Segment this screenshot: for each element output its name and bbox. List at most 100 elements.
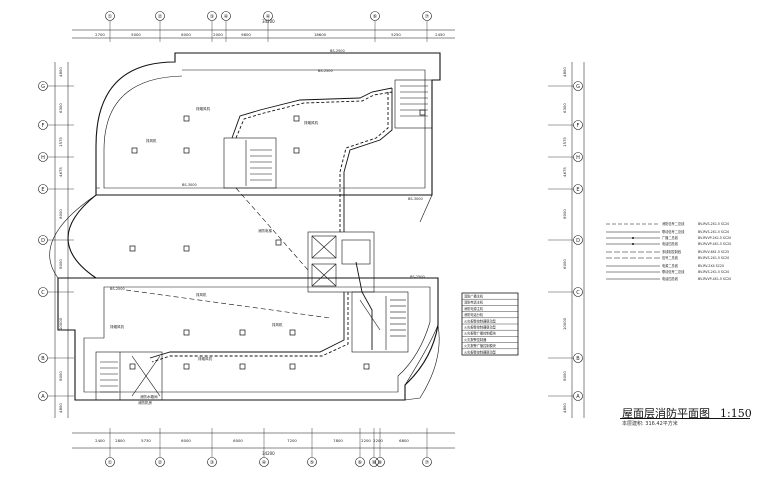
dimension-left: 6300: [58, 103, 63, 113]
dimension-bottom: 6800: [399, 438, 409, 443]
axis-label-right: D: [576, 238, 580, 244]
plan-label: 排烟风机: [110, 324, 124, 329]
dimension-top: 5000: [131, 32, 141, 37]
axis-bubble-right: [573, 235, 583, 245]
legend-spec: BV-RVS-2X1.5 SC20: [698, 256, 729, 260]
axis-label-left: E: [41, 187, 44, 193]
alarm-bus-conduits: [96, 87, 433, 363]
dimension-bottom: 6000: [181, 438, 191, 443]
equipment-list-table: 消防广播主机消防电话主机消防电源主机消防电话分机火灾报警控制器联动型火灾报警控制…: [461, 292, 519, 356]
equipment-list-row: 火灾报警控制器联动型: [464, 349, 497, 354]
legend-spec: BV-RVVP-4X1.5 SC20: [698, 242, 731, 246]
axis-bubble-right: [573, 152, 583, 162]
axis-label-bottom: ②: [158, 460, 163, 466]
axis-bubble-right: [573, 287, 583, 297]
equipment-list-row: 火灾报警控制器: [464, 337, 487, 342]
legend-spec: BV-RVV-6X1.5 SC25: [698, 250, 729, 254]
axis-label-bottom: ③: [210, 460, 214, 466]
axis-label-top: ⑥: [373, 14, 378, 20]
legend-label: 信号二总线: [662, 255, 679, 260]
legend-spec: BV-RVS-2X1.5 SC20: [698, 270, 729, 274]
stair-core-lower-right: [351, 291, 409, 353]
legend-label: 联动信号二总线: [662, 269, 685, 274]
stair-core-upper-right: [394, 79, 433, 129]
legend-spec: BV-RVVP-4X1.5 SC20: [698, 277, 731, 281]
axis-bubble-right: [573, 120, 583, 130]
axis-bubble-bottom: [259, 457, 269, 467]
axis-bubble-left: [38, 152, 48, 162]
plan-label: BS-3000: [182, 183, 197, 187]
plan-label: BS-2500: [410, 275, 425, 279]
plan-label: BS-3000: [408, 197, 423, 201]
axis-label-right: A: [576, 394, 580, 400]
dimension-right: 6000: [562, 259, 567, 269]
axis-bubble-left: [38, 353, 48, 363]
axis-label-bottom: ④: [262, 460, 267, 466]
equipment-list-row: 消防电话分机: [464, 312, 484, 317]
axis-bubble-left: [38, 235, 48, 245]
axis-bubble-left: [38, 184, 48, 194]
dimension-bottom: 5730: [141, 438, 151, 443]
legend-marker: [632, 237, 634, 239]
legend-label: 消防信号二总线: [662, 221, 685, 226]
axis-label-top: ④: [266, 14, 271, 20]
building-outline: [49, 52, 441, 401]
dimension-right: 8000: [562, 209, 567, 219]
axis-bubble-top: [370, 11, 380, 21]
dimension-right: 4675: [562, 167, 567, 177]
dimension-top: 9800: [241, 32, 251, 37]
plan-label: 排烟风机: [196, 106, 210, 111]
dimension-bottom: 6000: [233, 438, 243, 443]
axis-bubble-bottom: [355, 457, 365, 467]
axis-bubble-bottom: [207, 457, 217, 467]
axis-bubble-left: [38, 287, 48, 297]
top-total-dimension: 34200: [262, 19, 275, 24]
legend-spec: BV-RVVP-2X1.5 SC20: [698, 236, 731, 240]
equipment-list-row: 消防广播主机: [464, 293, 484, 298]
axis-label-bottom: ⑧: [372, 460, 377, 466]
axis-bubble-right: [573, 353, 583, 363]
axis-bubble-top: [221, 11, 231, 21]
drawing-scale: 1:150: [720, 407, 752, 420]
plan-label: 排风机: [146, 138, 157, 143]
dimension-right: 4800: [562, 403, 567, 413]
plan-label: BS-2500: [318, 69, 333, 73]
plan-label: 排风机: [272, 322, 283, 327]
dimension-bottom: 2800: [115, 438, 125, 443]
dimension-top: 2450: [435, 32, 445, 37]
axis-bubble-right: [573, 391, 583, 401]
axis-label-left: C: [41, 290, 45, 296]
axis-label-right: H: [576, 155, 580, 161]
plan-label: 消防电梯: [258, 228, 272, 233]
dimension-left: 1575: [58, 137, 63, 147]
drawing-title-text: 屋面层消防平面图: [622, 407, 710, 420]
legend-label: 电源二总线: [662, 263, 679, 268]
axis-label-bottom: ⑥: [358, 460, 363, 466]
axis-bubble-bottom: [369, 457, 379, 467]
axis-bubble-bottom: [155, 457, 165, 467]
axis-label-bottom: ⑦: [425, 460, 430, 466]
plan-label: 消防水箱间: [140, 394, 158, 399]
legend-label: 多线制控制线: [662, 249, 682, 254]
axis-label-right: F: [577, 123, 580, 129]
axis-bubble-right: [573, 81, 583, 91]
dimension-left: 8000: [58, 209, 63, 219]
plan-label: BS-2500: [330, 49, 345, 53]
plan-label: 排烟风机: [304, 120, 318, 125]
axis-bubble-top: [105, 11, 115, 21]
drawing-subtitle: 本层建积: 316.42平方米: [622, 421, 678, 427]
dimension-right: 4800: [562, 67, 567, 77]
plan-annotations: BS-2500 BS-2500 BS-3000 BS-3000 BS-2500 …: [110, 49, 425, 405]
legend-label: 电话四总线: [662, 276, 679, 281]
axis-label-bottom: ⑧: [378, 460, 383, 466]
plan-label: 排风机: [196, 292, 207, 297]
axis-bubble-bottom: [105, 457, 115, 467]
equipment-list-row: 火灾报警广播控制模块: [464, 331, 497, 336]
axis-left: GFHEDCBA48006300157546758000800010000800…: [38, 67, 74, 413]
title-underline: [620, 418, 750, 419]
axis-label-left: G: [41, 84, 45, 90]
legend-label: 联动信号二总线: [662, 229, 685, 234]
